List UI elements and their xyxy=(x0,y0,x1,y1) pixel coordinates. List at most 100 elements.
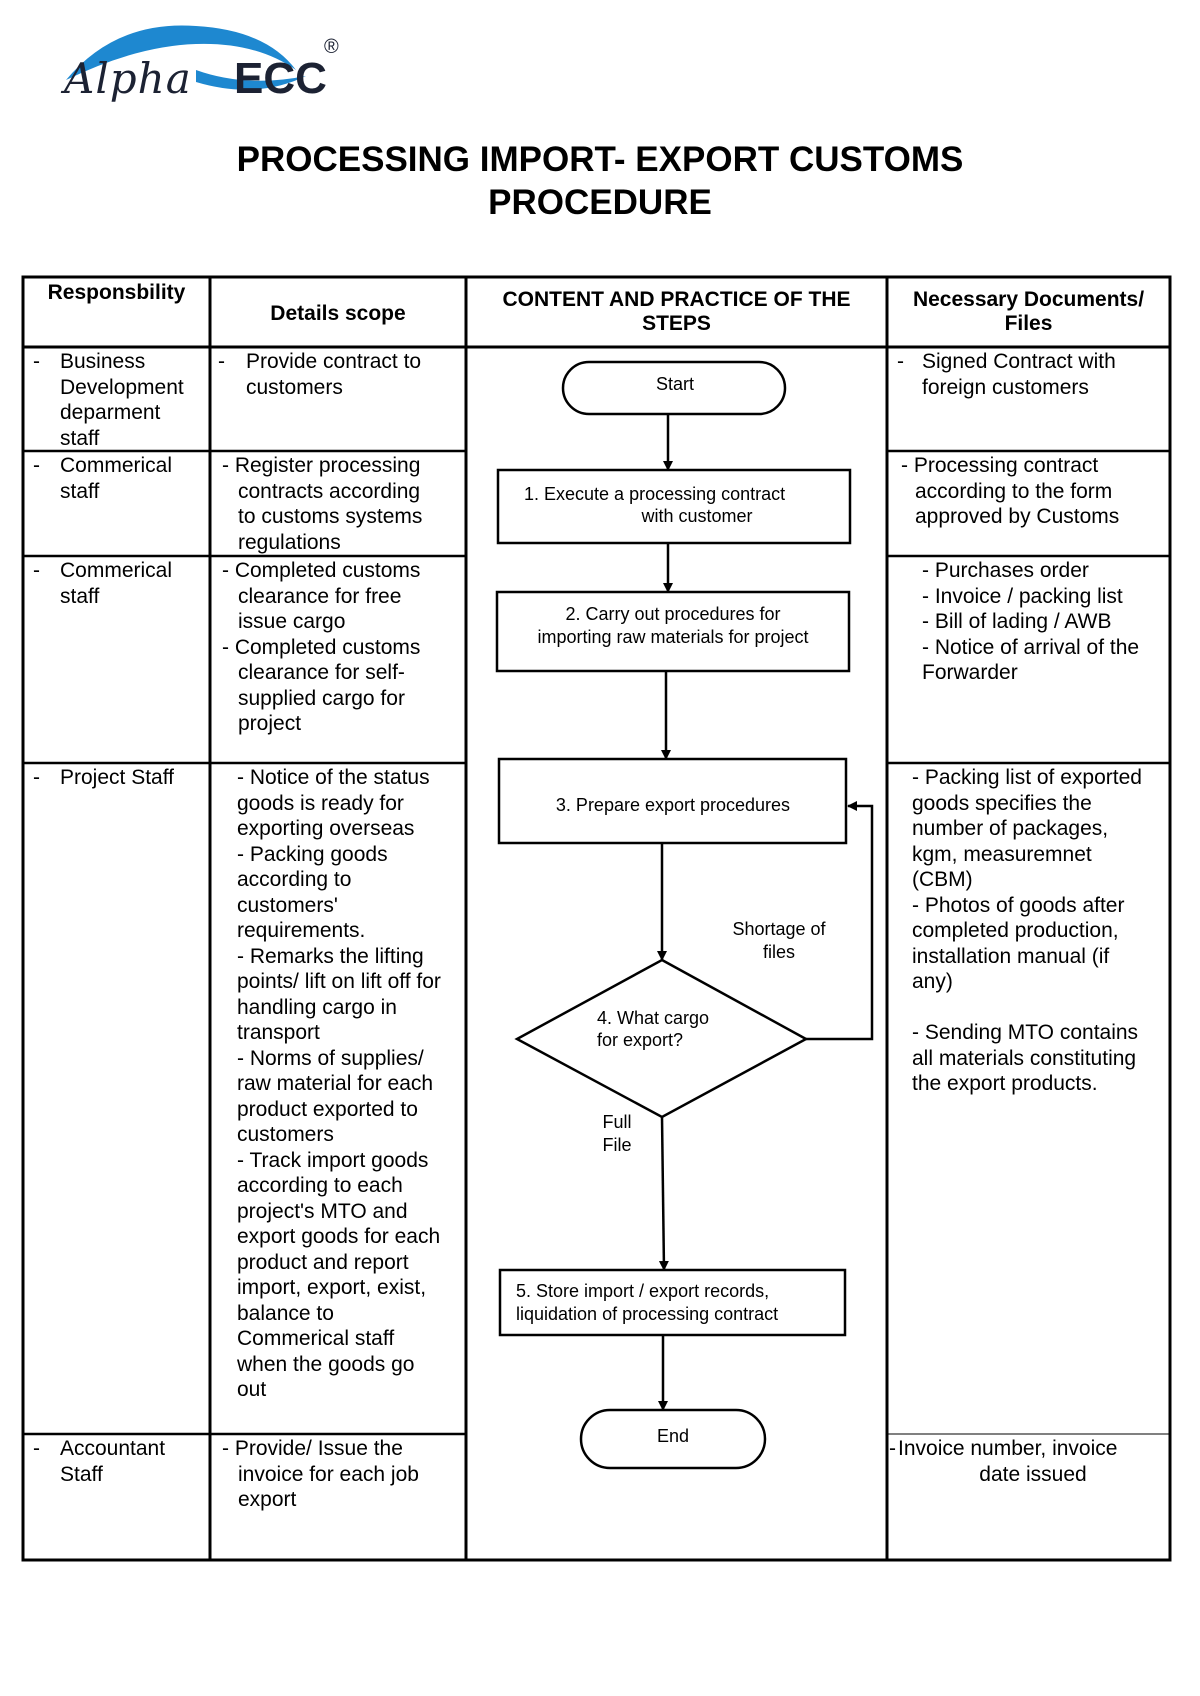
start-shape xyxy=(561,360,787,416)
text-line: out xyxy=(237,1378,267,1401)
row-2-details: - Register processing contracts accordin… xyxy=(222,453,464,555)
header-content-steps: CONTENT AND PRACTICE OF THE STEPS xyxy=(468,288,885,336)
text-line: completed production, xyxy=(912,919,1119,942)
registered-mark: ® xyxy=(324,36,339,58)
header-responsibility: Responsbility xyxy=(47,281,186,304)
text-line: - Photos of goods after xyxy=(912,893,1125,917)
company-logo: Alpha ECC ® xyxy=(56,18,356,108)
text-line: - Packing list of exported xyxy=(912,766,1142,789)
text-line: - Completed customs xyxy=(222,635,421,659)
text-line: invoice for each job xyxy=(238,1462,419,1486)
logo-alpha-text: Alpha xyxy=(64,54,192,103)
text-line: foreign customers xyxy=(922,375,1089,399)
text-line: kgm, measuremnet xyxy=(912,842,1092,866)
text-line: product exported to xyxy=(237,1097,418,1121)
text-line: - Notice of the status xyxy=(237,766,430,789)
text-line: project xyxy=(238,712,302,735)
flow-end-terminal: End xyxy=(579,1408,767,1470)
text-line: Signed Contract with xyxy=(922,350,1116,373)
step5-box xyxy=(498,1268,847,1337)
end-label: End xyxy=(657,1426,689,1446)
text-line: - Packing goods xyxy=(237,842,388,866)
text-line: when the goods go xyxy=(237,1352,415,1376)
text-line: Development xyxy=(60,375,184,399)
text-line: - Notice of arrival of the xyxy=(922,635,1140,659)
text-line: staff xyxy=(60,479,100,503)
text-line: - Track import goods xyxy=(237,1148,429,1172)
row-2-responsibility-bullet: - xyxy=(33,454,40,477)
text-line: import, export, exist, xyxy=(237,1276,427,1299)
text-line: according to xyxy=(237,868,352,891)
decision-label-line-2: for export? xyxy=(597,1030,683,1050)
shortage-label-line-1: Shortage of xyxy=(732,919,826,939)
text-line: clearance for self- xyxy=(238,661,405,684)
text-line: transport xyxy=(237,1021,320,1044)
text-line: Project Staff xyxy=(60,766,175,789)
logo-swoosh-icon xyxy=(66,25,306,90)
step1-label-line-1: 1. Execute a processing contract xyxy=(524,484,785,504)
arrow-decision-to-step5 xyxy=(658,1116,669,1271)
text-line: installation manual (if xyxy=(912,944,1110,968)
text-line: according to each xyxy=(237,1174,403,1197)
row-3-documents: - Purchases order - Invoice / packing li… xyxy=(922,558,1168,686)
text-line: Business xyxy=(60,350,146,373)
page-title-line-2: PROCEDURE xyxy=(488,183,712,222)
row-2-documents: - Processing contract according to the f… xyxy=(901,453,1168,530)
row-3-details: - Completed customs clearance for free i… xyxy=(222,558,464,737)
row-1-responsibility-bullet: - xyxy=(33,350,40,373)
text-line: - Purchases order xyxy=(922,559,1089,582)
row-5-documents-bullet: - xyxy=(889,1437,896,1460)
text-line: - Norms of supplies/ xyxy=(237,1046,424,1070)
header-documents-line-1: Necessary Documents/ xyxy=(912,288,1145,311)
row-3-responsibility-bullet: - xyxy=(33,559,40,582)
flow-step-1: 1. Execute a processing contract with cu… xyxy=(496,468,852,545)
text-line: export xyxy=(238,1488,297,1511)
header-necessary-documents: Necessary Documents/ Files xyxy=(889,288,1168,336)
text-line: Commerical xyxy=(60,454,173,477)
start-label: Start xyxy=(656,374,694,394)
text-line: - Register processing xyxy=(222,454,421,477)
step2-label-line-1: 2. Carry out procedures for xyxy=(565,604,780,624)
step3-label: 3. Prepare export procedures xyxy=(556,795,790,815)
text-line: number of packages, xyxy=(912,817,1109,840)
text-line: Forwarder xyxy=(922,661,1018,684)
text-line: export goods for each xyxy=(237,1225,441,1248)
row-1-details-bullet: - xyxy=(218,350,225,373)
text-line: Staff xyxy=(60,1462,103,1486)
page-title-line-1: PROCESSING IMPORT- EXPORT CUSTOMS xyxy=(236,140,964,179)
text-line: Provide contract to xyxy=(246,350,422,373)
text-line: approved by Customs xyxy=(915,505,1120,528)
text-line: to customs systems xyxy=(238,505,423,528)
text-line: deparment xyxy=(60,401,161,424)
row-1-details: Provide contract to customers xyxy=(246,349,464,400)
text-line: customers xyxy=(246,375,343,399)
text-line: Accountant xyxy=(60,1437,166,1460)
flow-step-2: 2. Carry out procedures for importing ra… xyxy=(495,590,851,673)
text-line: - Sending MTO contains xyxy=(912,1021,1139,1044)
text-line: exporting overseas xyxy=(237,817,415,840)
text-line: goods is ready for xyxy=(237,791,404,815)
row-5-responsibility-bullet: - xyxy=(33,1437,40,1460)
text-line: Commerical xyxy=(60,559,173,582)
step5-label-line-1: 5. Store import / export records, xyxy=(516,1281,769,1301)
full-label-line-1: Full xyxy=(602,1112,631,1132)
row-1-responsibility: Business Development deparment staff xyxy=(60,349,208,451)
step2-label-line-2: importing raw materials for project xyxy=(537,627,808,647)
row-5-documents: Invoice number, invoice date issued xyxy=(898,1436,1168,1487)
text-line: requirements. xyxy=(237,919,366,942)
text-line: (CBM) xyxy=(912,868,973,891)
flow-start-terminal: Start xyxy=(561,360,787,416)
text-line: points/ lift on lift off for xyxy=(237,970,441,993)
row-3-responsibility: Commerical staff xyxy=(60,558,208,609)
row-4-responsibility: Project Staff xyxy=(60,765,208,791)
text-line: any) xyxy=(912,970,953,993)
row-1-documents-bullet: - xyxy=(897,350,904,373)
text-line: Commerical staff xyxy=(237,1327,395,1350)
text-line: project's MTO and xyxy=(237,1199,408,1223)
step1-box xyxy=(496,468,852,545)
flow-decision-4: 4. What cargo for export? xyxy=(514,958,809,1119)
text-line: product and report xyxy=(237,1250,409,1274)
step1-label-line-2: with customer xyxy=(640,506,752,526)
step2-box xyxy=(495,590,851,673)
